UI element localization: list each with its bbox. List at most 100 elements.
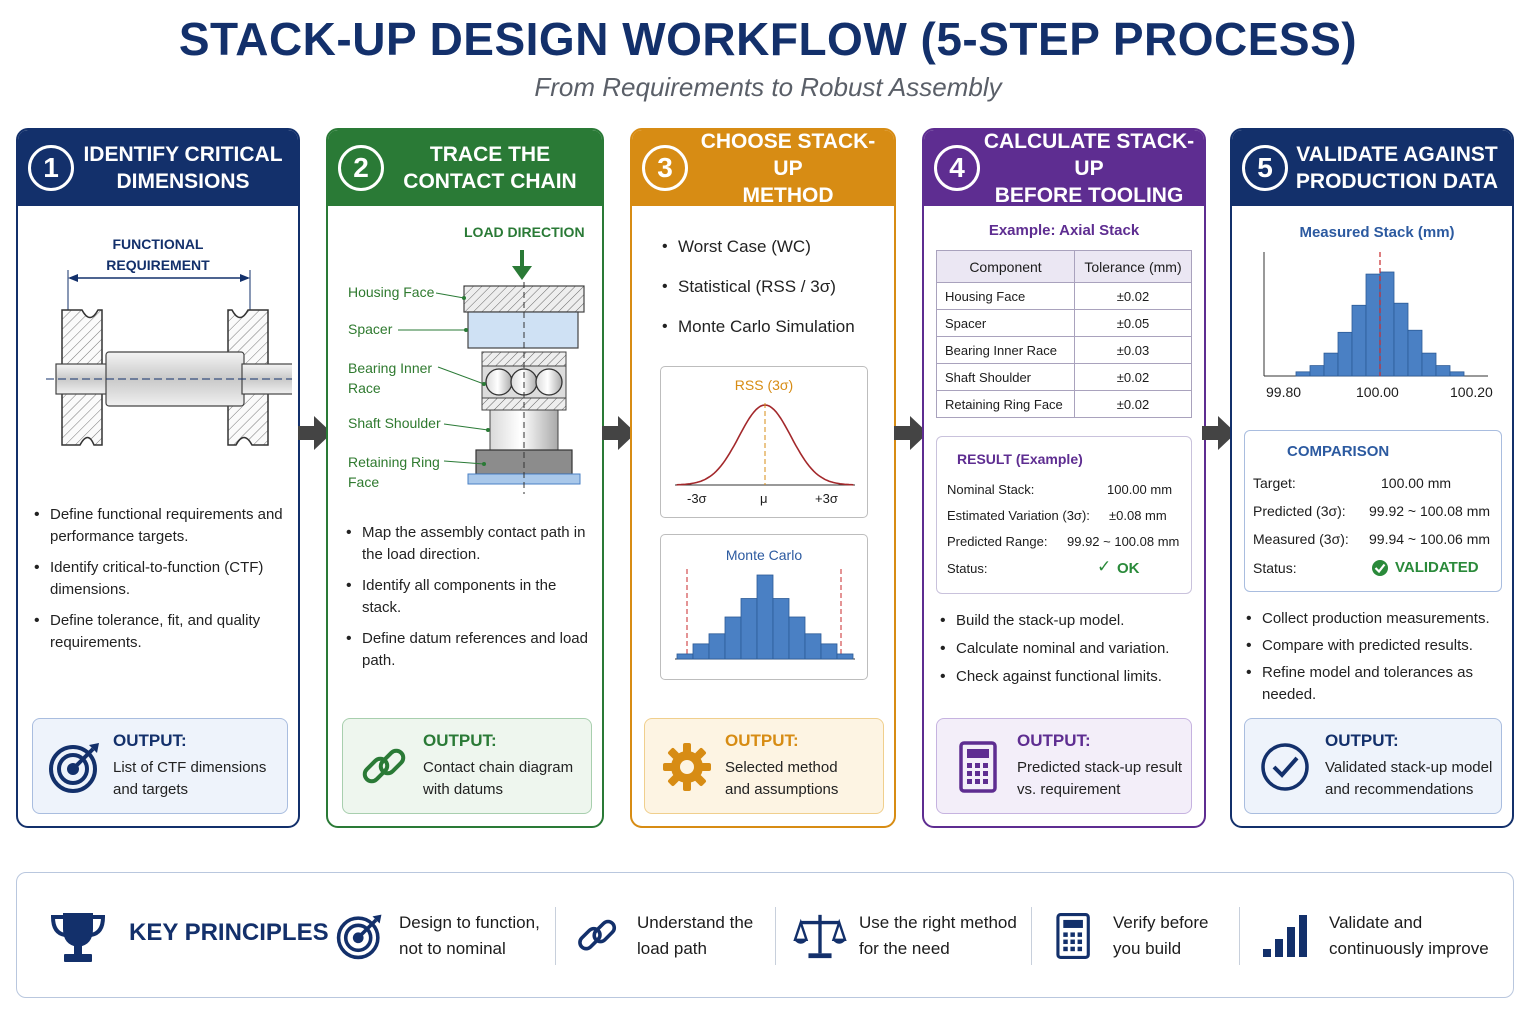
- calculator-icon: [1056, 913, 1090, 959]
- result-box: RESULT (Example) Nominal Stack: 100.00 m…: [936, 436, 1192, 594]
- key-principles-panel: KEY PRINCIPLES Design to function, not t…: [16, 872, 1514, 998]
- page-subtitle: From Requirements to Robust Assembly: [534, 72, 1002, 102]
- histogram-bar: [1393, 302, 1409, 377]
- step-5-card: 5 VALIDATE AGAINST PRODUCTION DATA Measu…: [1230, 128, 1514, 828]
- histogram-title: Measured Stack (mm): [1299, 224, 1455, 241]
- principle-item: Use the right method for the need: [793, 873, 1017, 999]
- example-title: Example: Axial Stack: [988, 222, 1140, 239]
- step-4-title: CALCULATE STACK-UP BEFORE TOOLING: [983, 129, 1195, 207]
- comparison-value: 99.92 ~ 100.08 mm: [1369, 503, 1491, 519]
- hist-tick-high: 100.20: [1450, 384, 1493, 400]
- result-value: 99.92 ~ 100.08 mm: [1067, 534, 1180, 549]
- result-key: Status:: [947, 561, 988, 576]
- part-label-retaining-ring-face: Retaining Ring Face: [348, 454, 440, 490]
- step-3-title: CHOOSE STACK-UP METHOD: [700, 129, 876, 207]
- chain-link-icon: [578, 919, 617, 951]
- step-3-number: 3: [642, 145, 688, 191]
- step-3-output: OUTPUT: Selected method and assumptions: [644, 718, 884, 814]
- target-icon: [336, 914, 382, 960]
- principle-text: Verify before you build: [1113, 913, 1209, 958]
- arrow-right-icon: [894, 416, 928, 450]
- step-1-output: OUTPUT: List of CTF dimensions and targe…: [32, 718, 288, 814]
- step-1-card: 1 IDENTIFY CRITICAL DIMENSIONS FUNCTIONA…: [16, 128, 300, 828]
- step-2-header: 2 TRACE THE CONTACT CHAIN: [328, 130, 602, 206]
- table-row: Retaining Ring Face±0.02: [935, 390, 1192, 418]
- monte-carlo-bar: [820, 643, 838, 660]
- step-5-number: 5: [1242, 145, 1288, 191]
- step-4-header: 4 CALCULATE STACK-UP BEFORE TOOLING: [924, 129, 1204, 207]
- table-cell: ±0.02: [1074, 282, 1192, 310]
- bullet: Map the assembly contact path in the loa…: [344, 522, 594, 566]
- target-icon: [49, 743, 99, 793]
- step-1-number: 1: [28, 145, 74, 191]
- bullet: Refine model and tolerances as needed.: [1244, 662, 1506, 706]
- principle-text: Use the right method for the need: [859, 913, 1017, 958]
- table-row: Shaft Shoulder±0.02: [935, 363, 1192, 391]
- comparison-title: COMPARISON: [1287, 443, 1390, 460]
- hist-tick-low: 99.80: [1266, 384, 1302, 400]
- bullet: Identify critical-to-function (CTF) dime…: [32, 557, 290, 601]
- table-cell: Housing Face: [935, 282, 1076, 310]
- monte-carlo-bar: [772, 598, 790, 660]
- part-label-spacer: Spacer: [348, 321, 393, 337]
- table-cell: Shaft Shoulder: [935, 363, 1076, 391]
- rss-title: RSS (3σ): [734, 377, 794, 393]
- output-label: OUTPUT:: [113, 731, 187, 750]
- histogram-bar: [1379, 271, 1395, 377]
- calculator-icon: [959, 741, 997, 793]
- monte-carlo-histogram: [675, 569, 855, 660]
- gear-icon: [663, 743, 711, 791]
- output-text: Contact chain diagram with datums: [423, 759, 574, 798]
- histogram-bar: [1337, 331, 1353, 377]
- step-1-header: 1 IDENTIFY CRITICAL DIMENSIONS: [18, 130, 298, 206]
- histogram-bar: [1309, 365, 1325, 377]
- chain-link-icon: [362, 748, 406, 784]
- bullet: Build the stack-up model.: [938, 610, 1198, 632]
- divider: [1031, 907, 1032, 965]
- histogram-bar: [1407, 329, 1423, 377]
- shaft-assembly-diagram: [46, 270, 292, 446]
- output-label: OUTPUT:: [725, 731, 799, 750]
- divider: [1239, 907, 1240, 965]
- output-label: OUTPUT:: [1017, 731, 1091, 750]
- comparison-key: Predicted (3σ):: [1253, 503, 1346, 519]
- result-key: Nominal Stack:: [947, 482, 1035, 497]
- step-3-card: 3 CHOOSE STACK-UP METHOD Worst Case (WC)…: [630, 128, 896, 828]
- check-circle-icon: [1261, 743, 1309, 791]
- step-4-card: 4 CALCULATE STACK-UP BEFORE TOOLING Exam…: [922, 128, 1206, 828]
- step-1-title: IDENTIFY CRITICAL DIMENSIONS: [83, 143, 283, 193]
- output-label: OUTPUT:: [1325, 731, 1399, 750]
- balance-scale-icon: [793, 914, 847, 959]
- trophy-icon: [50, 913, 106, 962]
- monte-carlo-bar: [836, 653, 854, 660]
- histogram-bar: [1435, 365, 1451, 377]
- histogram-bar: [1351, 304, 1367, 377]
- divider: [555, 907, 556, 965]
- histogram-bar: [1323, 352, 1339, 377]
- histogram-bar: [1295, 371, 1311, 377]
- bullet: Calculate nominal and variation.: [938, 638, 1198, 660]
- check-badge-icon: [1372, 560, 1388, 576]
- tolerance-table: Component Tolerance (mm) Housing Face±0.…: [935, 250, 1192, 418]
- method-item: Statistical (RSS / 3σ): [660, 276, 890, 298]
- method-item: Monte Carlo Simulation: [660, 316, 890, 338]
- divider: [775, 907, 776, 965]
- step-5-header: 5 VALIDATE AGAINST PRODUCTION DATA: [1232, 130, 1512, 206]
- bullet: Define functional requirements and perfo…: [32, 504, 290, 548]
- checkmark-icon: ✓: [1097, 557, 1112, 576]
- step-3-methods: Worst Case (WC) Statistical (RSS / 3σ) M…: [660, 236, 890, 347]
- step-2-bullets: Map the assembly contact path in the loa…: [344, 522, 594, 681]
- principle-text: Validate and continuously improve: [1329, 913, 1489, 958]
- monte-carlo-bar: [788, 616, 806, 660]
- rss-tick-minus: -3σ: [687, 491, 707, 506]
- method-item: Worst Case (WC): [660, 236, 890, 258]
- table-cell: ±0.02: [1074, 390, 1192, 418]
- rss-panel: RSS (3σ) -3σ μ +3σ: [660, 366, 868, 518]
- table-header: Component: [935, 250, 1076, 283]
- result-key: Estimated Variation (3σ):: [947, 508, 1090, 523]
- rss-tick-plus: +3σ: [815, 491, 838, 506]
- measured-stack-histogram: [1263, 252, 1488, 377]
- output-text: Predicted stack-up result vs. requiremen…: [1017, 759, 1183, 798]
- part-label-housing-face: Housing Face: [348, 284, 435, 300]
- principle-item: Design to function, not to nominal: [335, 873, 540, 999]
